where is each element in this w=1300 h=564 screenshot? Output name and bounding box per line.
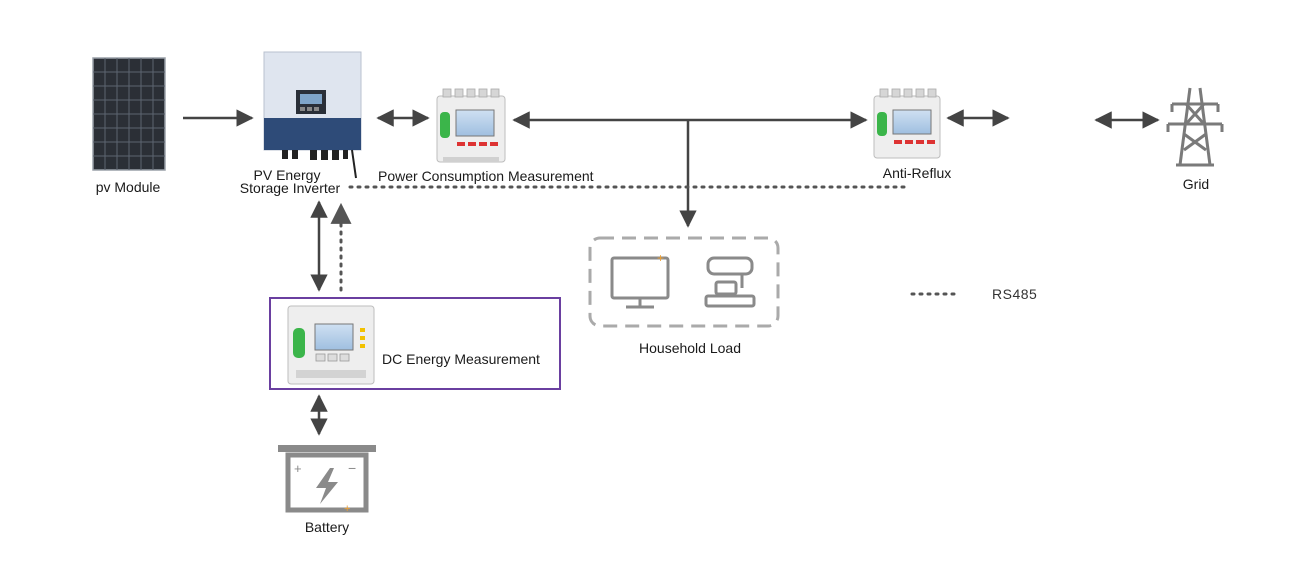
inverter-label-line1: PV Energy	[253, 167, 321, 183]
battery-label: Battery	[304, 519, 350, 535]
dc-energy-meter-icon	[287, 305, 375, 385]
power-consumption-label: Power Consumption Measurement	[378, 168, 594, 184]
inverter-label-line2: Storage Inverter	[239, 180, 341, 196]
monitor-icon	[610, 256, 670, 309]
pv-module-label: pv Module	[95, 179, 161, 195]
household-load-label: Household Load	[639, 340, 741, 356]
kitchen-appliance-icon	[704, 256, 756, 308]
power-consumption-meter-icon	[436, 88, 506, 163]
anti-reflux-label: Anti-Reflux	[882, 165, 952, 181]
dc-energy-highlight-box	[269, 297, 561, 390]
household-load-box: +	[588, 236, 780, 328]
rs485-legend-label: RS485	[992, 286, 1038, 302]
svg-text:+: +	[294, 461, 302, 476]
grid-label: Grid	[1182, 176, 1210, 192]
pv-module-icon	[92, 57, 166, 171]
inverter-icon	[263, 51, 362, 179]
svg-text:+: +	[657, 251, 664, 265]
grid-tower-icon	[1166, 87, 1224, 167]
dc-energy-label: DC Energy Measurement	[382, 351, 540, 367]
anti-reflux-meter-icon	[873, 88, 941, 159]
svg-text:+: +	[344, 503, 350, 515]
battery-icon: + − +	[278, 445, 376, 515]
svg-text:−: −	[348, 460, 356, 476]
